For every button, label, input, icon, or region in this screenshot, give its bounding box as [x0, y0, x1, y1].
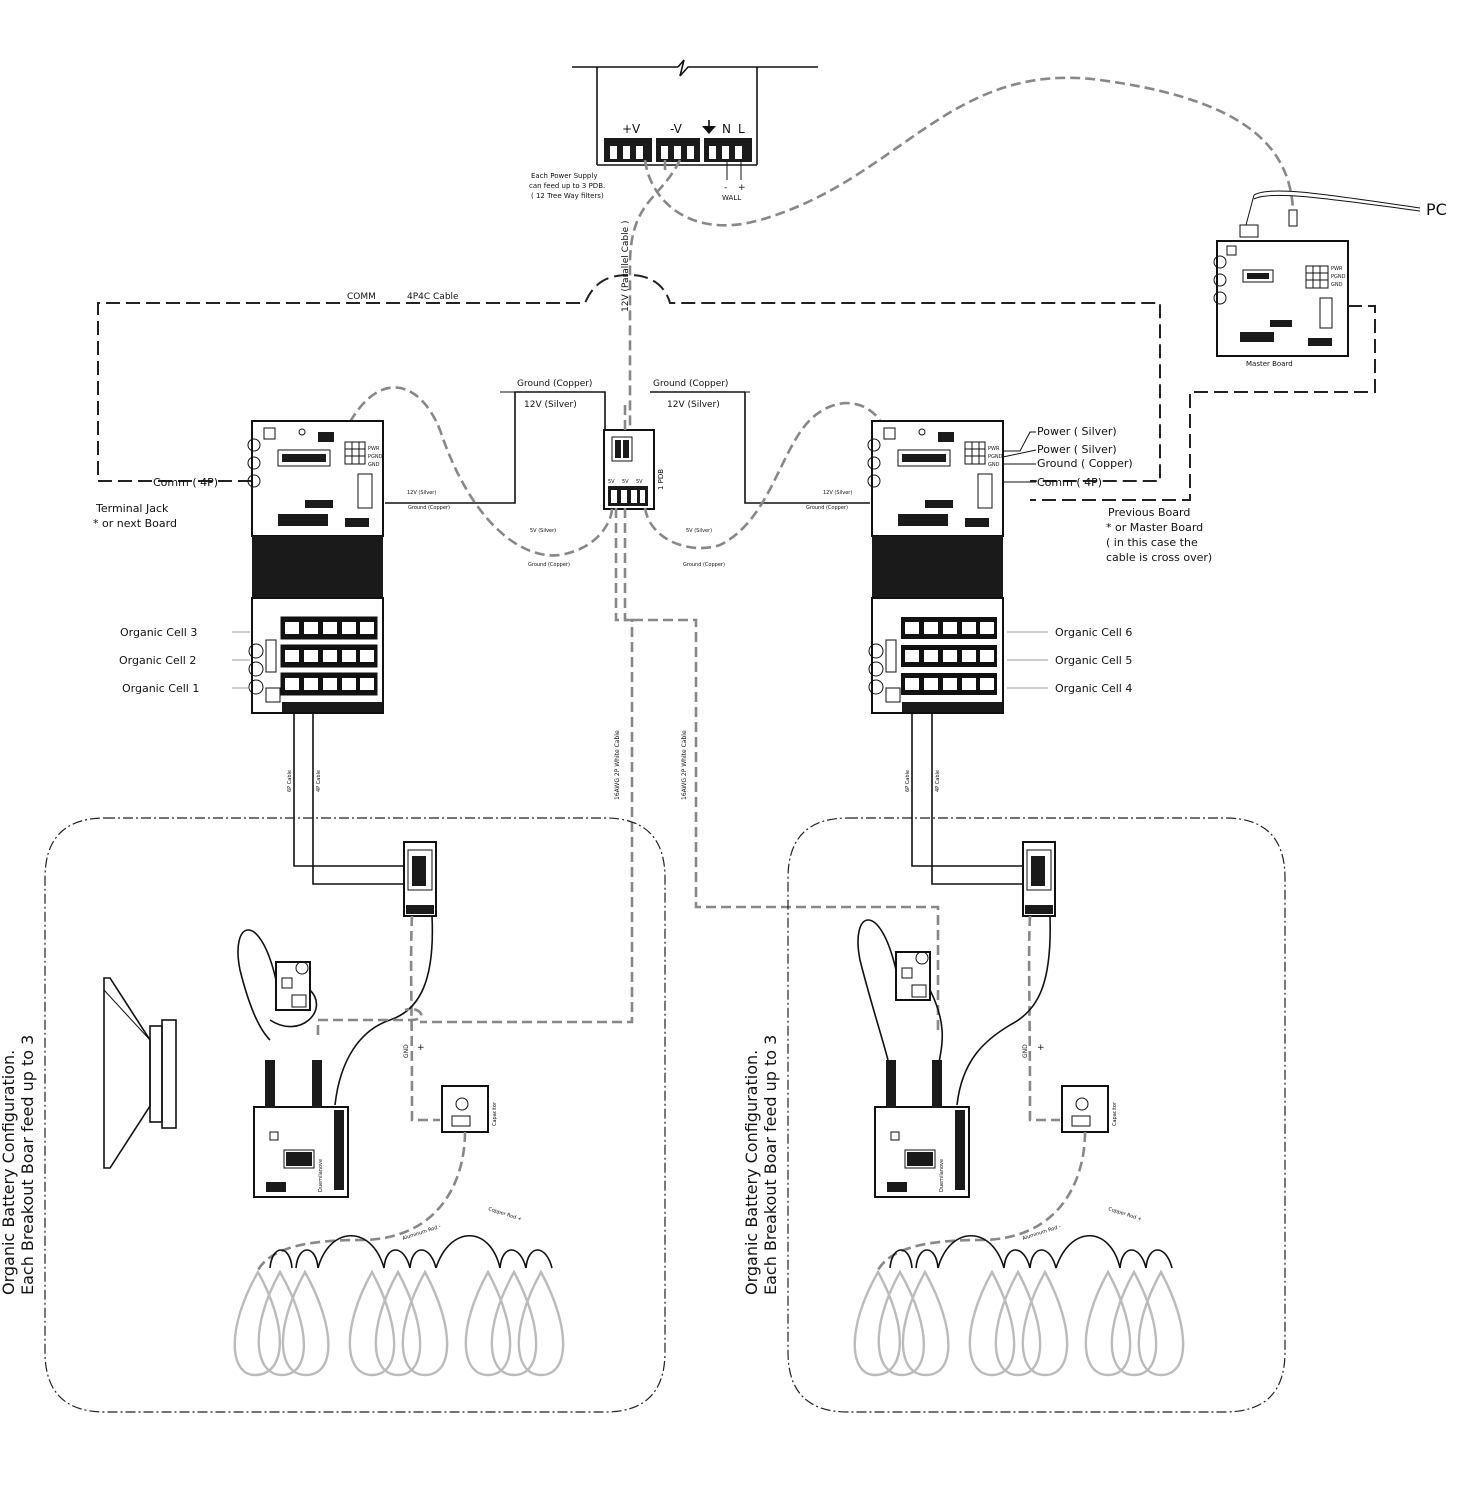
- right-comm-label: Comm ( 4P): [1037, 476, 1102, 489]
- right-power-silver-2: Power ( Silver): [1037, 443, 1117, 456]
- right-cell-6: Organic Cell 6: [1055, 626, 1132, 639]
- white-cable-left: 16AWG 2P White Cable: [614, 730, 621, 800]
- pdb-pin-1: 5V: [608, 479, 615, 485]
- pdb-ground-left: Ground (Copper): [517, 379, 592, 389]
- left-controller: PWR PGND GND Comm ( 4P) Terminal Jack * …: [93, 420, 450, 885]
- wall-minus: -: [724, 183, 727, 193]
- pdb-12v-left: 12V (Silver): [524, 400, 577, 410]
- power-note-line-2: can feed up to 3 PDB.: [529, 182, 605, 190]
- pdb-label: 1 PDB: [657, 469, 665, 490]
- right-5v-silver: 5V (Silver): [686, 528, 712, 534]
- left-caption-line-2: Each Breakout Boar feed up to 3: [18, 1035, 37, 1295]
- left-12v-small: 12V (Silver): [407, 490, 436, 496]
- left-aluminum-rod: Aluminum Rod -: [402, 1224, 442, 1242]
- parallel-cable-label: 12V (Parallel Cable ): [621, 220, 631, 312]
- previous-board-line-1: Previous Board: [1108, 506, 1190, 519]
- previous-board-line-3: ( in this case the: [1106, 536, 1198, 549]
- right-6p-cable: 6P Cable: [905, 770, 911, 792]
- right-capacitor-label: Capacitor: [1112, 1101, 1118, 1126]
- terminal-plus-v: +V: [622, 122, 641, 136]
- master-pwr: PWR: [1331, 266, 1343, 272]
- left-caption-line-1: Organic Battery Configuration.: [0, 1050, 18, 1295]
- right-aluminum-rod: Aluminum Rod -: [1022, 1224, 1062, 1242]
- left-comm-label: Comm ( 4P): [153, 476, 218, 489]
- comm-cable-4p4c: 4P4C Cable: [407, 292, 459, 302]
- left-plus-label: +: [417, 1043, 425, 1053]
- right-ground-copper: Ground ( Copper): [1037, 457, 1133, 470]
- pdb-12v-right: 12V (Silver): [667, 400, 720, 410]
- left-capacitor-label: Capacitor: [492, 1101, 498, 1126]
- terminal-jack-line-1: Terminal Jack: [95, 502, 169, 515]
- left-gnd: GND: [368, 462, 380, 468]
- left-battery-group: Organic Battery Configuration. Each Brea…: [0, 817, 666, 1413]
- right-pgnd: PGND: [988, 454, 1003, 460]
- left-gnd-label: GND: [403, 1044, 410, 1058]
- terminal-n: N: [722, 122, 731, 136]
- right-pwr: PWR: [988, 446, 1000, 452]
- right-ground-lower: Ground (Copper): [683, 562, 725, 568]
- right-gnd-label: GND: [1022, 1044, 1029, 1058]
- terminal-minus-v: -V: [670, 122, 683, 136]
- left-copper-rod: Copper Rod +: [487, 1206, 522, 1222]
- pdb: 5V 5V 5V 1 PDB Ground (Copper) Ground (C…: [348, 379, 882, 568]
- left-cell-1: Organic Cell 1: [122, 682, 199, 695]
- comm-cable: COMM 4P4C Cable: [97, 273, 1376, 501]
- white-cable-right: 16AWG 2P White Cable: [681, 730, 688, 800]
- master-board: PWR PGND GND Master Board: [1213, 240, 1349, 368]
- right-controller: PWR PGND GND Power ( Silver) Power ( Sil…: [806, 420, 1212, 885]
- left-pgnd: PGND: [368, 454, 383, 460]
- left-pwr: PWR: [368, 446, 380, 452]
- previous-board-line-2: * or Master Board: [1106, 521, 1203, 534]
- right-gnd: GND: [988, 462, 1000, 468]
- left-4p-cable: 4P Cable: [316, 770, 322, 792]
- right-cell-5: Organic Cell 5: [1055, 654, 1132, 667]
- right-copper-rod: Copper Rod +: [1107, 1206, 1142, 1222]
- terminal-jack-line-2: * or next Board: [93, 517, 177, 530]
- left-5v-silver: 5V (Silver): [530, 528, 556, 534]
- master-board-label: Master Board: [1246, 360, 1293, 368]
- power-note-line-1: Each Power Supply: [531, 172, 597, 180]
- wall-label: WALL: [722, 194, 741, 202]
- white-cables: 16AWG 2P White Cable 16AWG 2P White Cabl…: [420, 508, 940, 1030]
- left-ground-lower: Ground (Copper): [528, 562, 570, 568]
- right-plus-label: +: [1037, 1043, 1045, 1053]
- left-6p-cable: 6P Cable: [287, 770, 293, 792]
- pc-cable: PC: [643, 76, 1447, 238]
- pdb-ground-right: Ground (Copper): [653, 379, 728, 389]
- left-cell-2: Organic Cell 2: [119, 654, 196, 667]
- earth-ground-icon: [702, 120, 716, 134]
- pdb-pin-3: 5V: [636, 479, 643, 485]
- terminal-l: L: [738, 122, 745, 136]
- power-supply: +V -V N L Each Power Supply can feed up …: [529, 59, 818, 202]
- pc-label: PC: [1426, 200, 1447, 219]
- parallel-cable: 12V (Parallel Cable ): [621, 159, 682, 430]
- right-12v-small: 12V (Silver): [823, 490, 852, 496]
- master-pgnd: PGND: [1331, 274, 1346, 280]
- right-power-silver-1: Power ( Silver): [1037, 425, 1117, 438]
- previous-board-line-4: cable is cross over): [1106, 551, 1212, 564]
- right-cell-4: Organic Cell 4: [1055, 682, 1132, 695]
- right-caption-line-2: Each Breakout Boar feed up to 3: [761, 1035, 780, 1295]
- master-gnd: GND: [1331, 282, 1343, 288]
- power-note-line-3: ( 12 Tree Way filters): [531, 192, 604, 200]
- pdb-pin-2: 5V: [622, 479, 629, 485]
- left-arduino-text: Duemilanove: [318, 1159, 324, 1192]
- left-ground-small: Ground (Copper): [408, 505, 450, 511]
- right-arduino-text: Duemilanove: [939, 1159, 945, 1192]
- right-battery-group: Organic Battery Configuration. Each Brea…: [742, 817, 1286, 1413]
- comm-cable-comm: COMM: [347, 292, 376, 302]
- right-caption-line-1: Organic Battery Configuration.: [742, 1050, 761, 1295]
- right-4p-cable: 4P Cable: [935, 770, 941, 792]
- wall-plus: +: [738, 183, 746, 193]
- right-ground-small: Ground (Copper): [806, 505, 848, 511]
- left-cell-3: Organic Cell 3: [120, 626, 197, 639]
- left-speaker-icon: [103, 977, 177, 1169]
